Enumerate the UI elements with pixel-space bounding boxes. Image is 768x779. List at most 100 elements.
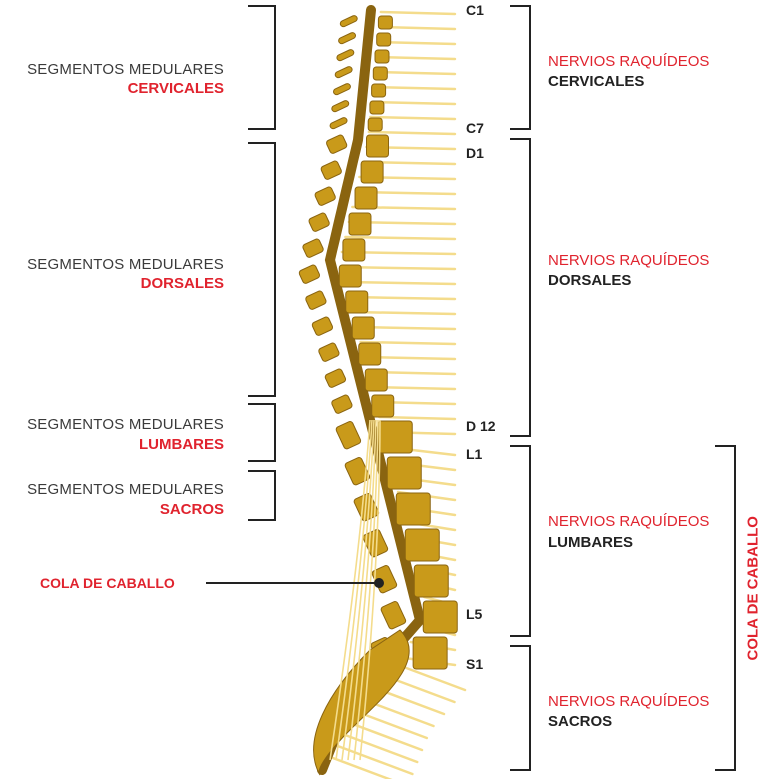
spinous-process [305,290,327,310]
spinous-process [380,600,407,630]
spinous-process [311,316,334,336]
seg-dorsales-line2: DORSALES [140,275,224,292]
bracket-seg-dorsales [248,142,276,397]
nerv-lumbares-line2: LUMBARES [548,534,633,551]
spinous-process [329,117,348,130]
bracket-nerv-sacros [510,645,531,771]
nerv-lumbares-line1: NERVIOS RAQUÍDEOS [548,513,710,530]
bracket-nerv-lumbares [510,445,531,637]
nerv-cervicales-line2: CERVICALES [548,73,645,90]
vertebra [354,186,378,210]
bracket-seg-cervicales [248,5,276,130]
vertebra [342,238,366,262]
bracket-nerv-cervicales [510,5,531,130]
nerve-root [344,280,457,286]
nerve-root [373,70,457,76]
cauda-fibre [353,419,379,761]
spinous-process [336,49,355,62]
vertebra [386,456,422,490]
spinous-process [314,186,336,206]
vertebra [364,368,388,392]
vertebra [376,32,392,47]
vertebra [369,100,385,115]
cauda-fibre [329,419,371,761]
vertebra [338,264,362,288]
level-d1: D1 [466,145,484,161]
seg-lumbares-line1: SEGMENTOS MEDULARES [27,416,224,433]
nerve-root [344,235,457,241]
spinous-process [302,238,324,258]
sacral-nerve [331,742,414,776]
nerve-root [369,115,457,121]
vertebra [395,492,431,526]
cauda-fibre [341,419,375,761]
nerv-dorsales-line2: DORSALES [548,272,632,289]
cola-pointer [206,578,384,588]
vertebra [345,290,369,314]
vertebra [371,394,395,418]
level-c1: C1 [466,2,484,18]
seg-lumbares-line2: LUMBARES [139,436,224,453]
spinous-process [308,212,330,232]
cauda-fibre [359,419,381,761]
vertebra [412,636,448,670]
level-l5: L5 [466,606,483,622]
cauda-fibre [347,419,377,761]
spinous-process [331,394,353,414]
nerve-root [372,85,457,91]
vertebra [371,83,387,98]
bracket-nerv-dorsales [510,138,531,437]
nerve-root [367,130,457,136]
cola-caballo-label: COLA DE CABALLO [40,575,175,591]
spinous-process [334,66,353,79]
seg-dorsales-line1: SEGMENTOS MEDULARES [27,256,224,273]
vertebra [367,117,383,132]
nerve-root [379,10,457,16]
spinous-process [320,160,342,180]
spinous-process [298,264,321,284]
vertebral-column [298,5,458,776]
seg-sacros-line2: SACROS [159,501,224,518]
seg-cervicales-line1: SEGMENTOS MEDULARES [27,61,224,78]
bracket-cola-caballo [715,445,736,771]
level-l1: L1 [466,446,483,462]
level-d12: D 12 [466,418,496,434]
nerv-dorsales-line1: NERVIOS RAQUÍDEOS [548,252,710,269]
vertebra [422,600,458,634]
spinous-process [331,100,350,113]
seg-cervicales-line2: CERVICALES [127,80,224,97]
brackets [248,5,736,771]
spinous-process [339,15,358,28]
vertebra [366,134,389,158]
vertebra [404,528,440,562]
nerve-root [370,100,457,106]
nerv-sacros-line1: NERVIOS RAQUÍDEOS [548,693,710,710]
vertebra [358,342,382,366]
nerve-root [359,340,457,346]
bracket-seg-lumbares [248,403,276,462]
spinous-process [333,83,351,96]
vertebra [348,212,372,236]
vertebra [372,66,388,81]
vertebra [351,316,375,340]
spinous-process [338,32,357,45]
level-s1: S1 [466,656,484,672]
spinous-process [324,368,347,388]
cola-caballo-vertical-label: COLA DE CABALLO [744,516,762,661]
vertebra [374,49,390,64]
level-c7: C7 [466,120,484,136]
bracket-seg-sacros [248,470,276,521]
spinous-process [335,420,362,450]
vertebra [377,420,413,454]
vertebra [413,564,449,598]
sacral-nerve [326,754,393,779]
seg-sacros-line1: SEGMENTOS MEDULARES [27,481,224,498]
sacrum [313,629,410,776]
spinous-process [326,134,348,154]
nerv-cervicales-line1: NERVIOS RAQUÍDEOS [548,53,710,70]
nerv-sacros-line2: SACROS [548,713,613,730]
nerve-root [351,310,457,316]
vertebra [360,160,384,184]
